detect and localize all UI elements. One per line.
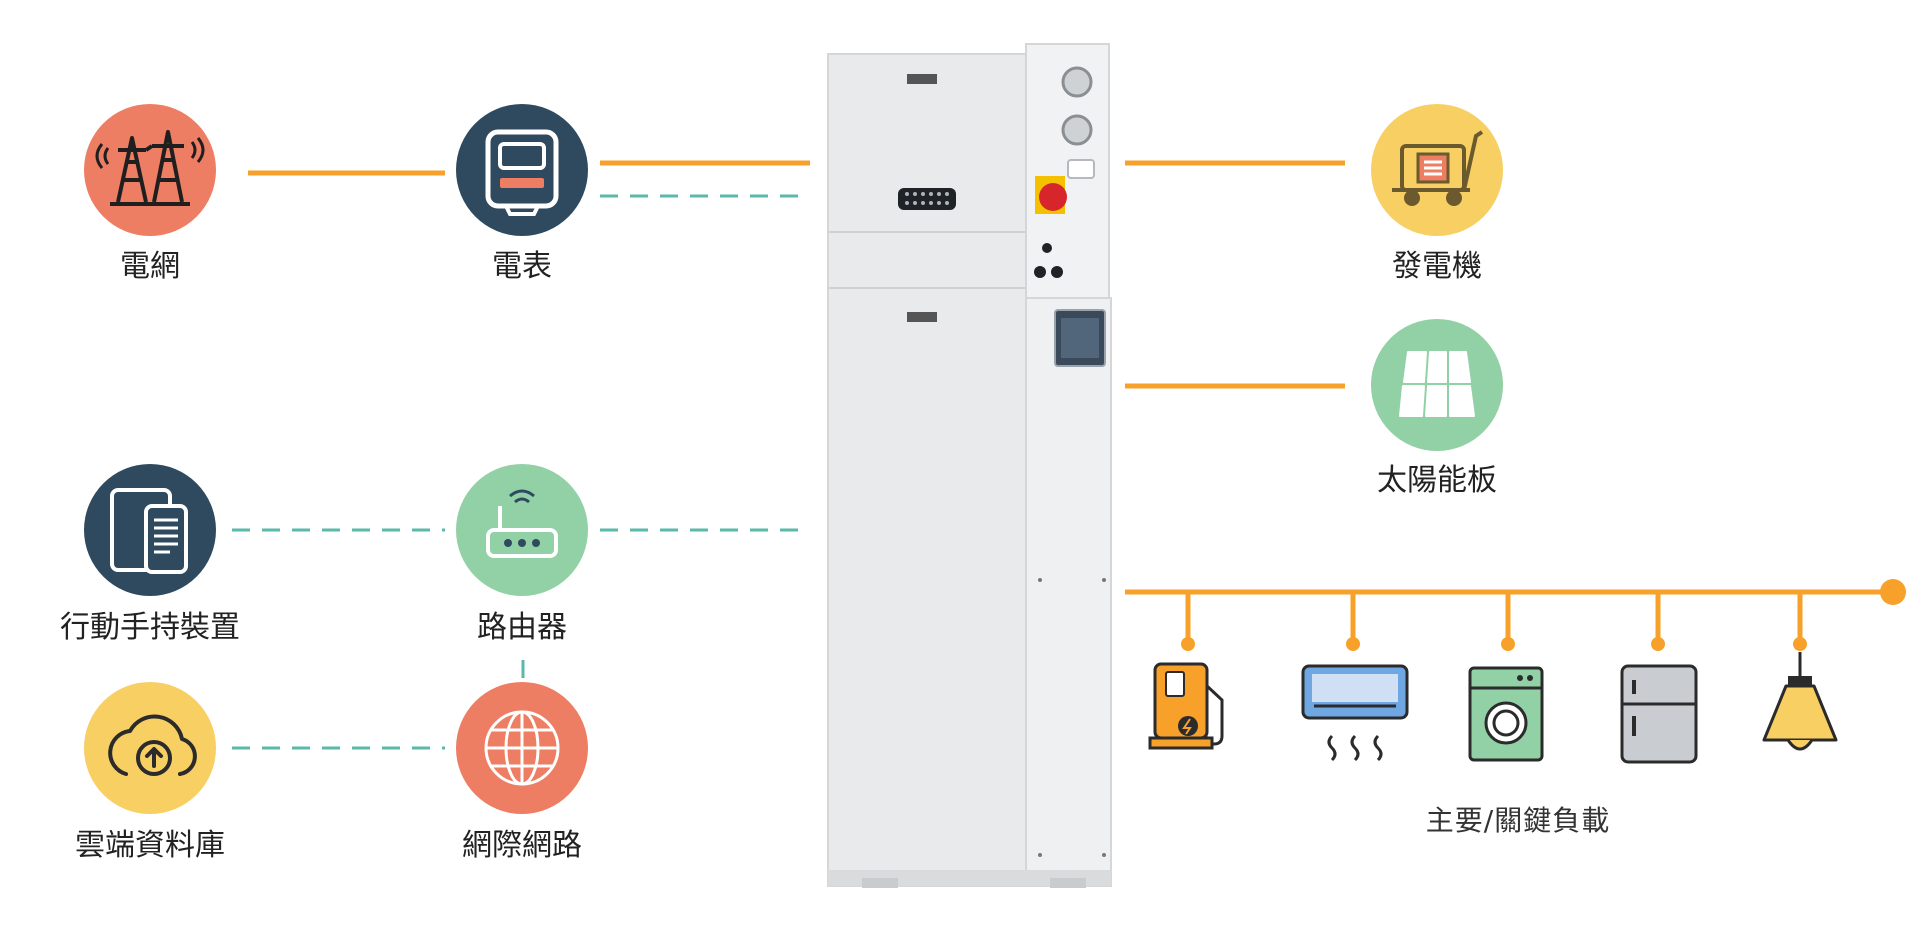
cabinet-fan-top — [1061, 66, 1093, 98]
cloud-node: 雲端資料庫 — [75, 682, 225, 863]
generator-label: 發電機 — [1392, 249, 1482, 284]
globe-icon — [484, 710, 560, 786]
grid-label: 電網 — [120, 249, 180, 284]
cabinet-fan-bottom — [1061, 114, 1093, 146]
load-drop-dot-3 — [1501, 637, 1515, 651]
router-label: 路由器 — [477, 610, 567, 645]
load-drop-dot-1 — [1181, 637, 1195, 651]
cabinet-screw-3 — [1038, 853, 1042, 857]
cabinet-display-panel — [898, 188, 956, 210]
internet-node: 網際網路 — [456, 682, 588, 863]
cabinet-screw-2 — [1102, 578, 1106, 582]
refrigerator-icon — [1620, 664, 1698, 764]
cabinet-foot-right — [1050, 878, 1086, 888]
load-drop-dot-2 — [1346, 637, 1360, 651]
load-drop-dot-4 — [1651, 637, 1665, 651]
cabinet-red-switch — [1039, 183, 1067, 211]
washing-machine-icon — [1468, 666, 1544, 762]
meter-node: 電表 — [456, 104, 588, 284]
grid-circle — [84, 104, 216, 236]
cabinet-port-1 — [1042, 243, 1052, 253]
generator-icon — [1392, 130, 1484, 206]
air-conditioner-icon — [1301, 664, 1409, 762]
cabinet-logo-mid — [907, 312, 937, 322]
cabinet-screw-4 — [1102, 853, 1106, 857]
cabinet-screw-1 — [1038, 578, 1042, 582]
electric-meter-icon — [485, 129, 559, 216]
load-drop-dot-5 — [1793, 637, 1807, 651]
cloud-upload-icon — [108, 714, 197, 776]
meter-label: 電表 — [492, 249, 552, 284]
cabinet-display-dots — [905, 192, 949, 205]
loads-label: 主要/關鍵負載 — [1426, 804, 1610, 837]
solar-label: 太陽能板 — [1377, 463, 1497, 498]
mobile-node: 行動手持裝置 — [60, 464, 240, 645]
internet-label: 網際網路 — [462, 828, 582, 863]
cabinet-port-3 — [1051, 266, 1063, 278]
loads-bus-endpoint — [1880, 579, 1906, 605]
battery-cabinet — [827, 43, 1112, 888]
grid-node: 電網 — [84, 104, 216, 284]
tablet-phone-icon — [110, 488, 188, 574]
cabinet-logo-top — [907, 74, 937, 84]
load-drops — [1181, 592, 1807, 651]
cabinet-foot-left — [862, 878, 898, 888]
ceiling-lamp-icon — [1762, 652, 1838, 751]
cabinet-left-body — [827, 53, 1027, 887]
cabinet-right-lower-column — [1025, 297, 1112, 887]
cabinet-base — [828, 870, 1111, 886]
load-icons — [1148, 652, 1838, 764]
cabinet-breaker-glass — [1061, 318, 1099, 358]
transmission-tower-icon — [95, 130, 205, 206]
router-node: 路由器 — [456, 464, 588, 645]
cloud-circle — [84, 682, 216, 814]
solar-node: 太陽能板 — [1371, 319, 1503, 498]
connectors — [232, 160, 1906, 750]
mobile-label: 行動手持裝置 — [60, 610, 240, 645]
cabinet-port-2 — [1034, 266, 1046, 278]
cloud-label: 雲端資料庫 — [75, 828, 225, 863]
ev-charger-icon — [1148, 662, 1224, 750]
generator-node: 發電機 — [1371, 104, 1503, 284]
router-icon — [486, 489, 558, 558]
cabinet-latch — [1067, 159, 1095, 179]
solar-panel-icon — [1399, 351, 1475, 417]
